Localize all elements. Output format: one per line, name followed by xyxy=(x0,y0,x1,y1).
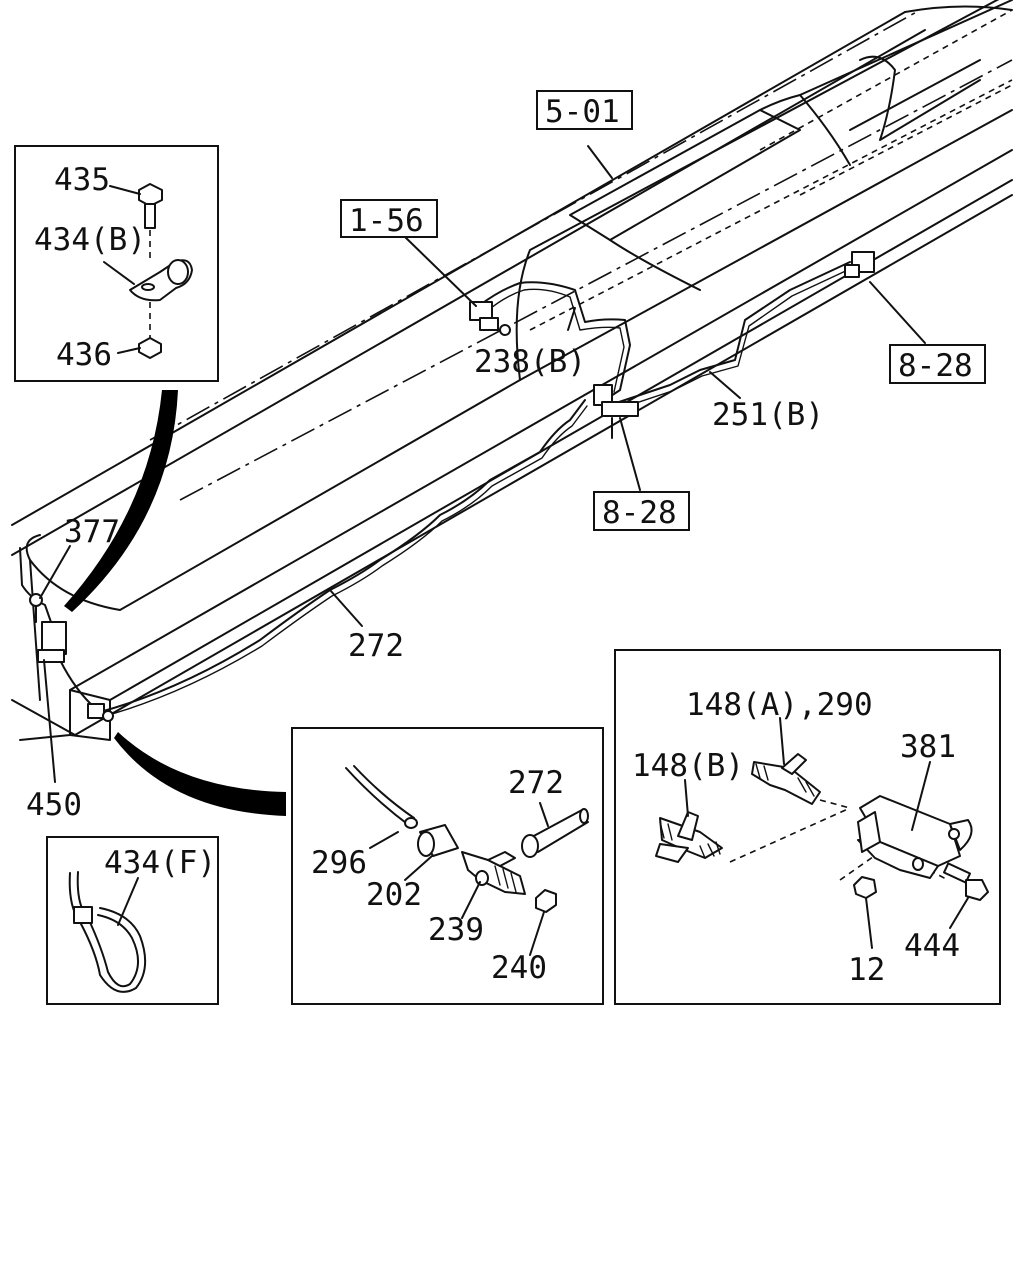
label-148a-290: 148(A),290 xyxy=(686,687,873,723)
joint-rear-end xyxy=(87,703,114,722)
ref-8-28-center: 8-28 xyxy=(602,495,677,531)
label-377: 377 xyxy=(64,514,120,550)
ref-1-56: 1-56 xyxy=(349,203,424,239)
ref-box-8-28-center xyxy=(593,491,690,531)
label-251b: 251(B) xyxy=(712,397,824,433)
leader-238b xyxy=(567,307,576,331)
leader-1-56 xyxy=(403,235,477,307)
label-238b: 238(B) xyxy=(474,344,586,380)
brake-pipe-272 xyxy=(97,399,588,719)
label-148b: 148(B) xyxy=(632,748,744,784)
leader-450 xyxy=(43,659,56,783)
label-444: 444 xyxy=(904,928,960,964)
label-296: 296 xyxy=(311,845,367,881)
leader-5-01 xyxy=(587,145,613,179)
detail-cable-tie-box xyxy=(46,836,219,1005)
label-12: 12 xyxy=(848,952,885,988)
leader-272 xyxy=(329,589,363,627)
label-239: 239 xyxy=(428,912,484,948)
connector-8-28-right xyxy=(844,251,875,278)
brake-pipe-251b xyxy=(609,261,853,412)
label-381: 381 xyxy=(900,729,956,765)
leader-8-28-center xyxy=(619,417,641,491)
pipe-272-flare xyxy=(521,834,539,858)
leader-377 xyxy=(39,545,71,599)
bolt-435-head xyxy=(138,183,163,207)
ref-8-28-right: 8-28 xyxy=(898,348,973,384)
leader-251b xyxy=(709,371,741,399)
label-272-detail: 272 xyxy=(508,765,564,801)
nut-436 xyxy=(138,337,162,359)
label-202: 202 xyxy=(366,877,422,913)
clip-450 xyxy=(29,593,67,663)
detail-fittings-box xyxy=(291,727,604,1005)
callout-swoosh-upper xyxy=(64,390,178,612)
hose-296 xyxy=(404,817,418,829)
nut-12 xyxy=(853,876,877,899)
brake-pipe-238b xyxy=(479,281,631,401)
detail-junction-box xyxy=(614,649,1001,1005)
label-436: 436 xyxy=(56,337,112,373)
chassis-frame-rail xyxy=(11,0,1013,741)
ref-5-01: 5-01 xyxy=(545,94,620,130)
bolt-444 xyxy=(943,862,971,884)
label-434b: 434(B) xyxy=(34,222,146,258)
leader-8-28-right xyxy=(869,281,926,344)
ref-box-8-28-right xyxy=(889,344,986,384)
callout-swoosh-lower xyxy=(114,732,286,816)
hose-rear xyxy=(59,659,96,709)
connector-8-28-center xyxy=(593,384,639,439)
label-435: 435 xyxy=(54,162,110,198)
label-240: 240 xyxy=(491,950,547,986)
ref-box-1-56 xyxy=(340,199,438,238)
nut-240 xyxy=(535,889,557,913)
label-434f: 434(F) xyxy=(104,845,216,881)
label-272-main: 272 xyxy=(348,628,404,664)
ref-box-5-01 xyxy=(536,90,633,130)
cable-tie-434f xyxy=(73,906,93,924)
label-450: 450 xyxy=(26,787,82,823)
detail-clamp-box xyxy=(14,145,219,382)
bolt-435-shank xyxy=(144,203,156,229)
